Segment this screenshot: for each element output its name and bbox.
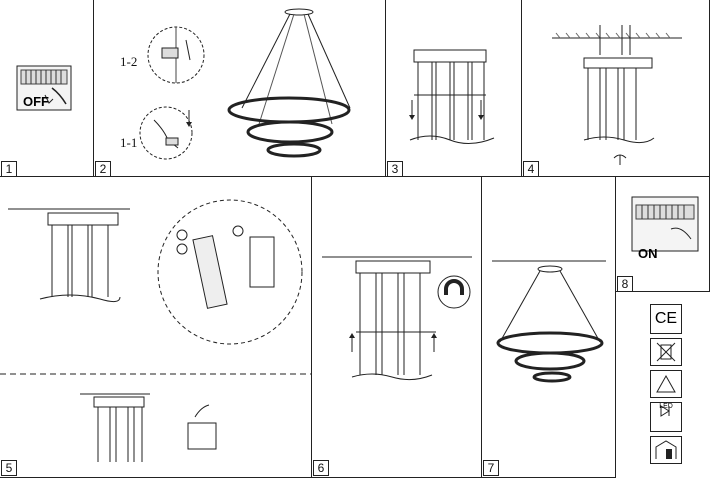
magnet-icon <box>322 256 472 381</box>
ceiling-screw-icon <box>552 25 682 165</box>
switch-off-label: OFF <box>23 94 49 109</box>
label-1-2: 1-2 <box>120 54 138 69</box>
chandelier-installed-diagram <box>492 260 606 383</box>
step-number: 6 <box>313 460 329 476</box>
step-5-panel: 5 <box>0 177 312 478</box>
step-number: 4 <box>523 161 539 176</box>
step-number: 5 <box>1 460 17 476</box>
step-number: 2 <box>95 161 111 176</box>
canopy-open-diagram <box>409 49 495 144</box>
step-number: 8 <box>617 276 633 291</box>
step-6-panel: 6 <box>312 177 482 478</box>
indoor-use-icon <box>650 436 682 464</box>
step-4-panel: 4 <box>522 0 710 177</box>
chandelier-hanging-diagram <box>139 8 351 160</box>
step-8-panel: ON 8 <box>616 177 710 292</box>
switch-on-icon <box>631 196 699 252</box>
class-iii-icon <box>650 370 682 398</box>
weee-bin-icon <box>650 338 682 366</box>
step-3-panel: 3 <box>386 0 522 177</box>
switch-off-icon <box>16 65 72 111</box>
led-icon: LED <box>650 402 682 432</box>
certification-icons: CE LED <box>616 292 710 478</box>
step-number: 7 <box>483 460 499 476</box>
step-7-panel: 7 <box>482 177 616 478</box>
step-1-panel: OFF 1 <box>0 0 94 177</box>
ce-mark-icon: CE <box>650 304 682 334</box>
led-text: LED <box>659 403 673 410</box>
step-number: 1 <box>1 161 17 176</box>
wiring-connection-diagram <box>0 199 311 462</box>
label-1-1: 1-1 <box>120 135 138 150</box>
switch-on-label: ON <box>638 246 658 261</box>
step-2-panel: 1-2 1-1 2 <box>94 0 386 177</box>
ce-mark-text: CE <box>654 310 678 327</box>
step-number: 3 <box>387 161 403 176</box>
